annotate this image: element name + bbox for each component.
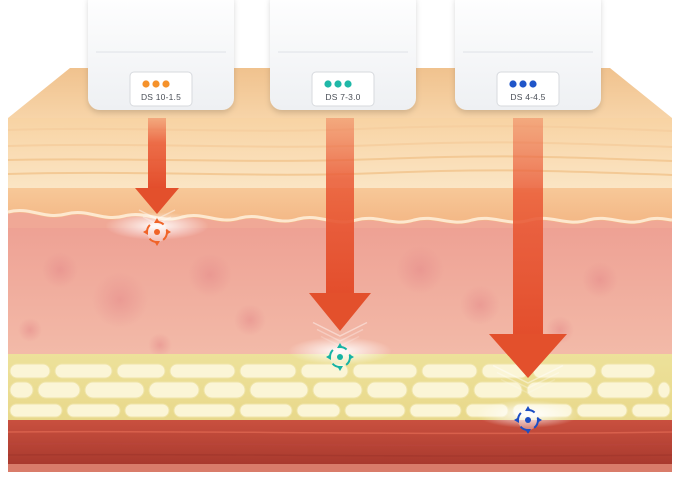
beam-ripple	[500, 378, 556, 394]
fat-cell	[203, 381, 246, 399]
ultrasound-beams	[105, 118, 580, 434]
fat-cell	[239, 363, 297, 379]
beam-arrowhead	[309, 293, 371, 331]
cartridge-label: DS 7-3.0	[325, 92, 360, 102]
fat-cell	[411, 381, 470, 399]
indicator-dot	[529, 80, 537, 88]
beam-arrowhead	[135, 188, 179, 214]
beam-ripple	[496, 371, 560, 389]
fat-cell	[421, 363, 478, 379]
fat-cell	[173, 403, 236, 418]
indicator-dot	[334, 80, 342, 88]
fat-cell	[352, 363, 418, 379]
fat-cell	[37, 381, 81, 399]
cartridge-body	[455, 0, 601, 110]
fat-cell	[657, 381, 671, 399]
cartridge-label: DS 10-1.5	[141, 92, 181, 102]
fat-cell	[366, 381, 408, 399]
fat-cell	[84, 381, 145, 399]
beam-shaft	[513, 118, 543, 334]
beam-1	[105, 118, 209, 246]
indicator-dot	[344, 80, 352, 88]
beam-ripple	[492, 364, 564, 384]
fat-cell	[473, 381, 523, 399]
fat-cell	[54, 363, 113, 379]
indicator-dot	[519, 80, 527, 88]
fat-cell	[169, 363, 236, 379]
cartridge-3: DS 4-4.5	[455, 0, 601, 110]
beam-shaft	[148, 118, 166, 188]
focal-glow	[288, 337, 392, 365]
fat-cell	[9, 363, 51, 379]
fat-cell	[116, 363, 166, 379]
focal-glow	[105, 212, 209, 240]
indicator-dot	[162, 80, 170, 88]
fat-cell	[631, 403, 671, 418]
beam-ripple	[312, 321, 368, 337]
fat-cell	[239, 403, 293, 418]
fat-cell	[66, 403, 121, 418]
fat-cell	[576, 403, 628, 418]
cartridge-body	[270, 0, 416, 110]
focal-point-icon	[326, 343, 354, 371]
fat-cell	[409, 403, 462, 418]
beam-2	[288, 118, 392, 371]
cartridge-body	[88, 0, 234, 110]
fat-cell	[312, 381, 363, 399]
fat-cell	[296, 403, 341, 418]
indicator-dot	[142, 80, 150, 88]
beam-3	[476, 118, 580, 434]
indicator-dot	[324, 80, 332, 88]
beam-ripple	[142, 216, 172, 225]
indicator-dot	[509, 80, 517, 88]
beam-shaft	[326, 118, 354, 293]
fat-cell	[344, 403, 406, 418]
fat-cell	[249, 381, 309, 399]
fat-cell	[9, 381, 34, 399]
indicator-dot	[152, 80, 160, 88]
focal-point-icon	[514, 406, 542, 434]
muscle-layer	[7, 420, 673, 472]
fat-cell	[148, 381, 200, 399]
cartridge-1: DS 10-1.5	[88, 0, 234, 110]
transducer-cartridges: DS 10-1.5 DS 7-3.0 DS 4-4.5	[88, 0, 601, 110]
focal-point-icon	[143, 218, 171, 246]
fat-cell	[600, 363, 656, 379]
focal-glow	[476, 400, 580, 428]
fat-cell	[596, 381, 654, 399]
fat-cell	[9, 403, 63, 418]
beam-arrowhead	[489, 334, 567, 378]
cartridge-label: DS 4-4.5	[510, 92, 545, 102]
beam-ripple	[316, 328, 364, 342]
fat-cell	[124, 403, 170, 418]
cartridge-2: DS 7-3.0	[270, 0, 416, 110]
fat-cell	[526, 381, 593, 399]
